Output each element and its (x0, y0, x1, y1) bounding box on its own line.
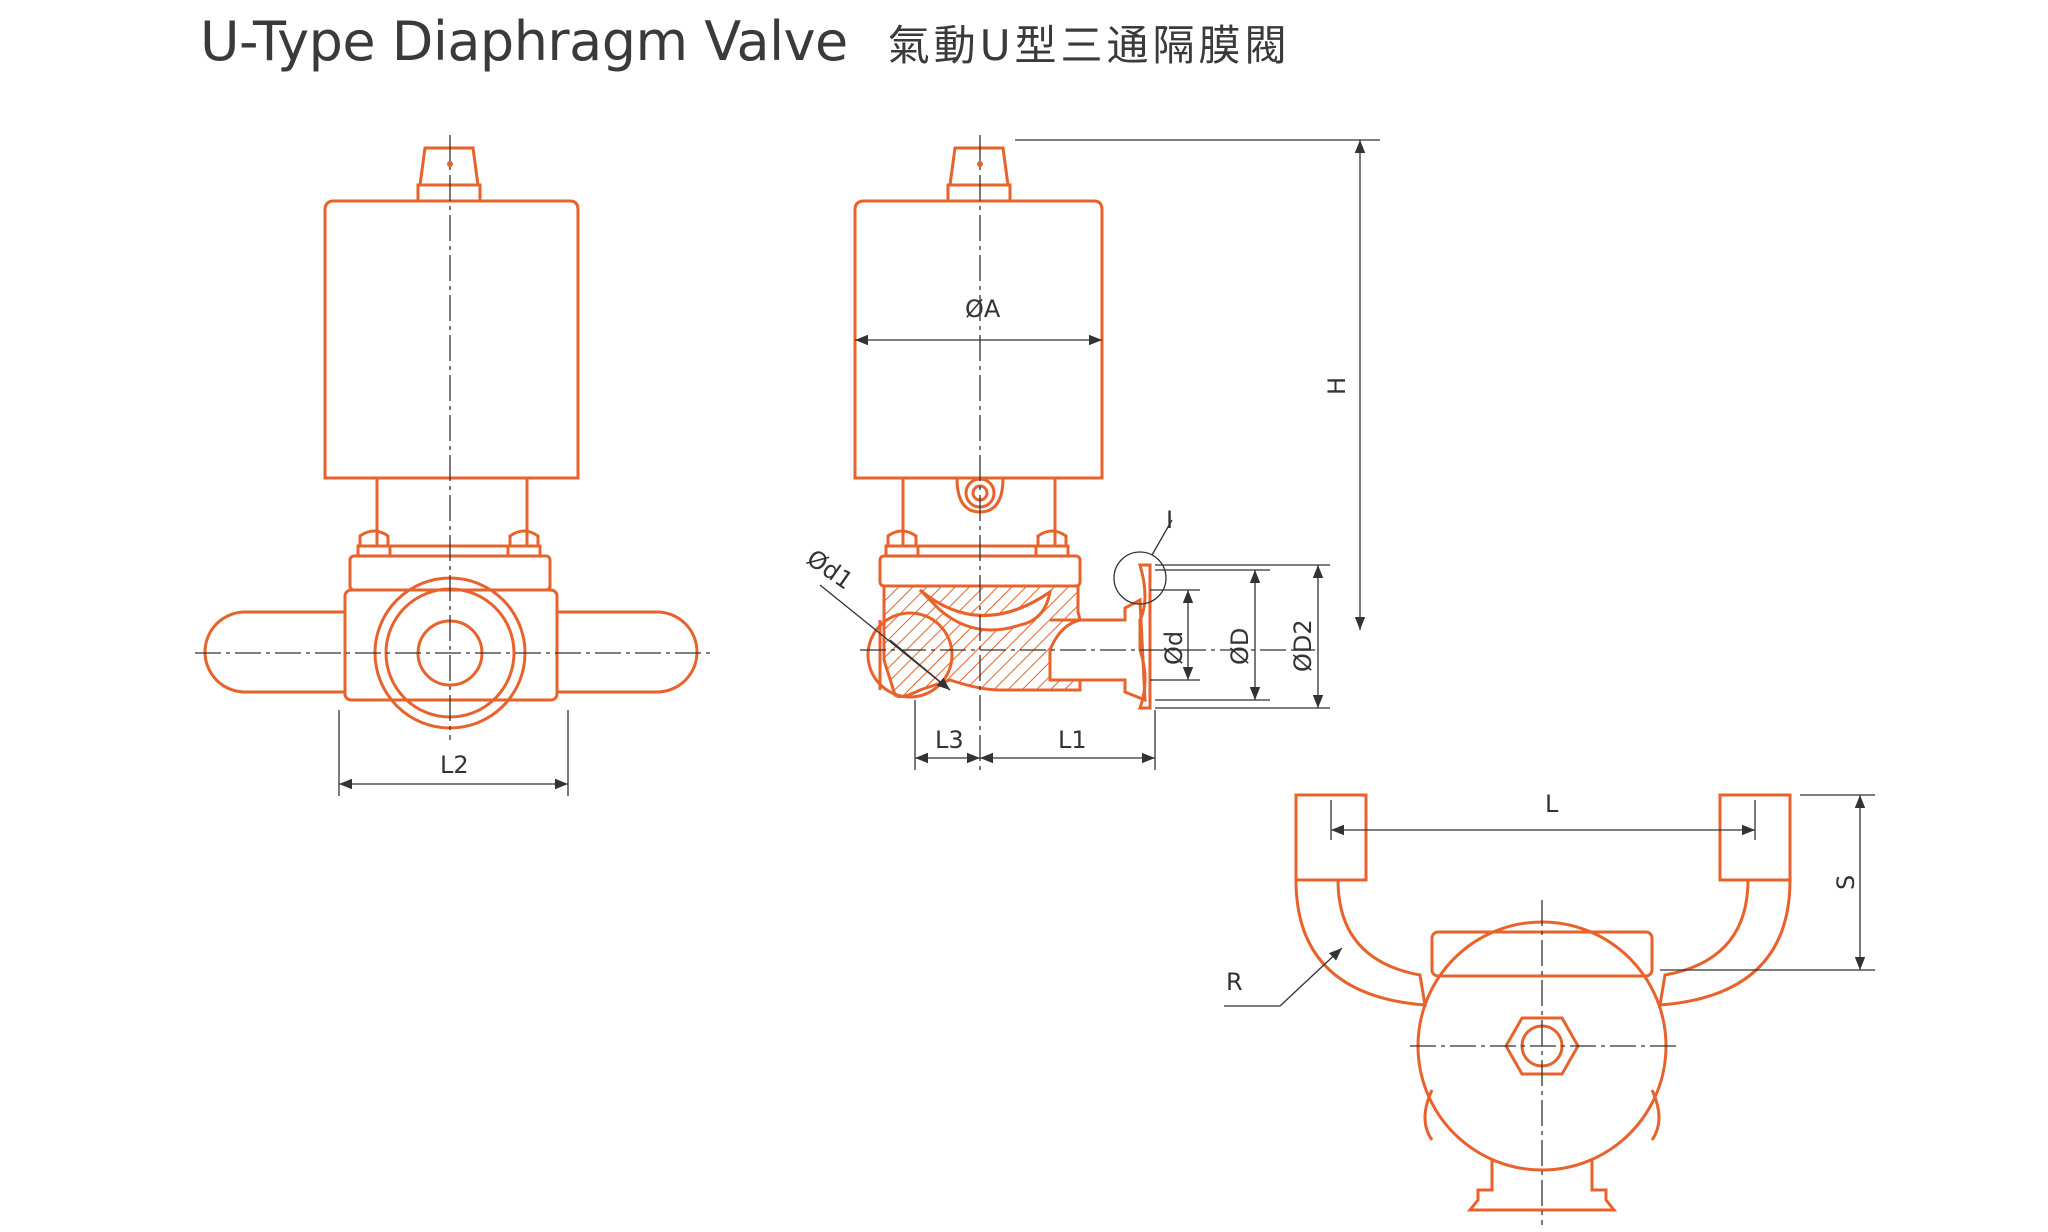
detail-circle-I (1113, 551, 1167, 605)
dim-L3-L1 (914, 700, 1156, 770)
front-top-cap (416, 146, 482, 203)
title-chinese: 氣動U型三通隔膜閥 (887, 21, 1291, 70)
label-S: S (1832, 875, 1860, 890)
label-L1: L1 (1058, 726, 1087, 754)
label-phid1: Ød1 (802, 544, 859, 595)
label-L: L (1545, 790, 1559, 818)
front-bolts (356, 529, 542, 558)
top-bottom-port (1466, 1160, 1618, 1212)
top-left-u-pipe (1294, 793, 1427, 1007)
title-english: U-Type Diaphragm Valve (200, 10, 848, 73)
side-clamp-ferrule (1137, 563, 1152, 710)
side-centerlines (860, 135, 1315, 770)
dim-H (1015, 139, 1380, 630)
side-top-cap (946, 146, 1012, 203)
page-title: U-Type Diaphragm Valve 氣動U型三通隔膜閥 (200, 10, 1291, 80)
front-left-pipe (203, 610, 345, 694)
label-L2: L2 (440, 751, 469, 779)
side-port-circle (866, 611, 954, 699)
label-I: I (1166, 506, 1173, 534)
top-view (1294, 793, 1792, 1212)
dim-L (1330, 800, 1756, 840)
label-H: H (1323, 377, 1351, 395)
label-phid: Ød (1160, 631, 1188, 665)
label-phiD2: ØD2 (1289, 619, 1317, 672)
dim-L2 (338, 710, 569, 796)
side-neck (901, 476, 1057, 548)
front-right-pipe (557, 610, 699, 694)
label-phiD: ØD (1226, 628, 1254, 665)
dim-S (1660, 794, 1875, 971)
top-right-u-pipe (1658, 793, 1792, 1007)
label-phiA: ØA (965, 295, 1001, 323)
dim-phid1 (819, 584, 951, 691)
top-centerlines (1410, 900, 1680, 1225)
front-actuator-cylinder (323, 199, 580, 480)
side-actuator-cylinder (853, 199, 1104, 480)
label-L3: L3 (935, 726, 964, 754)
front-view (203, 146, 699, 730)
dim-R (1224, 947, 1343, 1007)
label-R: R (1226, 968, 1243, 996)
front-centerlines (195, 135, 712, 740)
side-view (853, 146, 1152, 710)
front-neck (375, 476, 529, 548)
side-bolts (884, 529, 1070, 558)
dim-port-diameters (1150, 564, 1330, 709)
